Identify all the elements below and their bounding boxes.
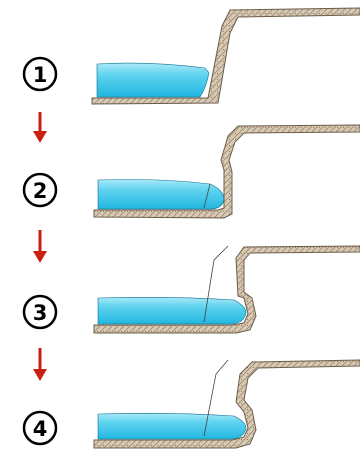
arrow-down-icon bbox=[33, 348, 47, 381]
step-circle-1 bbox=[22, 56, 58, 92]
step-circle-4 bbox=[22, 410, 58, 446]
original-shoreline-2 bbox=[203, 183, 211, 209]
step-circle-2 bbox=[22, 172, 58, 208]
stage-4: 4 bbox=[22, 359, 360, 449]
stage-2: 2 bbox=[22, 124, 360, 219]
step-circle-3 bbox=[22, 294, 58, 330]
ground-profile-3 bbox=[93, 245, 360, 334]
ground-profile-4 bbox=[93, 359, 360, 449]
ground-profile-2 bbox=[93, 124, 360, 219]
step-label-1: 1 bbox=[33, 63, 48, 87]
step-label-4: 4 bbox=[33, 417, 48, 441]
arrow-down-icon bbox=[33, 112, 47, 143]
stage-1: 1 bbox=[22, 7, 360, 105]
arrow-down-icon bbox=[33, 230, 47, 263]
original-shoreline-4 bbox=[203, 359, 229, 437]
water-body-2 bbox=[97, 179, 225, 210]
water-body-4 bbox=[97, 413, 247, 440]
stage-3: 3 bbox=[22, 245, 360, 334]
original-shoreline-3 bbox=[203, 245, 229, 323]
step-label-3: 3 bbox=[33, 301, 48, 325]
step-label-2: 2 bbox=[33, 179, 48, 203]
ground-profile-1 bbox=[91, 7, 360, 105]
water-body-3 bbox=[97, 297, 247, 325]
water-body-1 bbox=[96, 62, 210, 98]
